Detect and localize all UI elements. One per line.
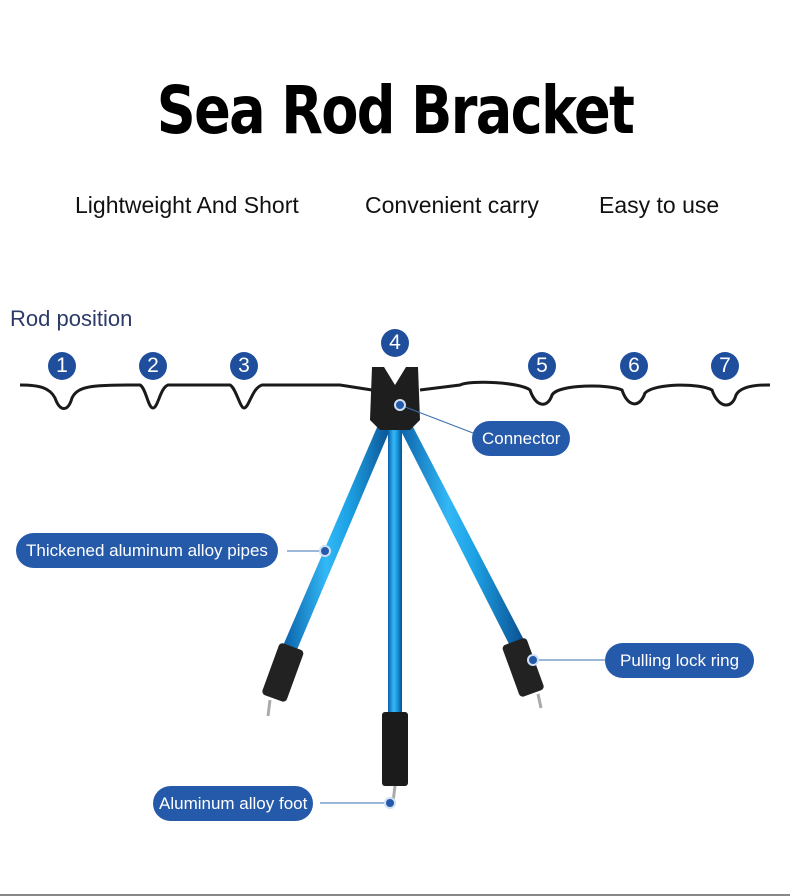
- callout-foot: Aluminum alloy foot: [153, 786, 314, 821]
- bracket-head: [370, 367, 420, 430]
- callout-connector: Connector: [472, 421, 571, 456]
- callout-lock-ring: Pulling lock ring: [605, 643, 755, 678]
- leg-right: [398, 425, 544, 709]
- leg-center: [382, 425, 408, 803]
- rod-position-7: 7: [711, 352, 739, 380]
- leg-left: [262, 425, 392, 717]
- callout-lines: [287, 404, 605, 804]
- rod-position-5: 5: [528, 352, 556, 380]
- rod-holder-wire: [19, 380, 771, 410]
- rod-position-3: 3: [230, 352, 258, 380]
- rod-position-2: 2: [139, 352, 167, 380]
- rod-position-1: 1: [48, 352, 76, 380]
- feature-convenient: Convenient carry: [365, 192, 539, 218]
- rod-position-label: Rod position: [10, 306, 133, 331]
- rod-position-6: 6: [620, 352, 648, 380]
- page-title: Sea Rod Bracket: [156, 72, 635, 149]
- feature-easy: Easy to use: [599, 192, 720, 218]
- feature-lightweight: Lightweight And Short: [75, 192, 299, 218]
- callout-pipes: Thickened aluminum alloy pipes: [16, 533, 278, 568]
- bottom-divider: [0, 894, 790, 896]
- callout-dots: [319, 399, 539, 809]
- rod-position-4: 4: [381, 329, 409, 357]
